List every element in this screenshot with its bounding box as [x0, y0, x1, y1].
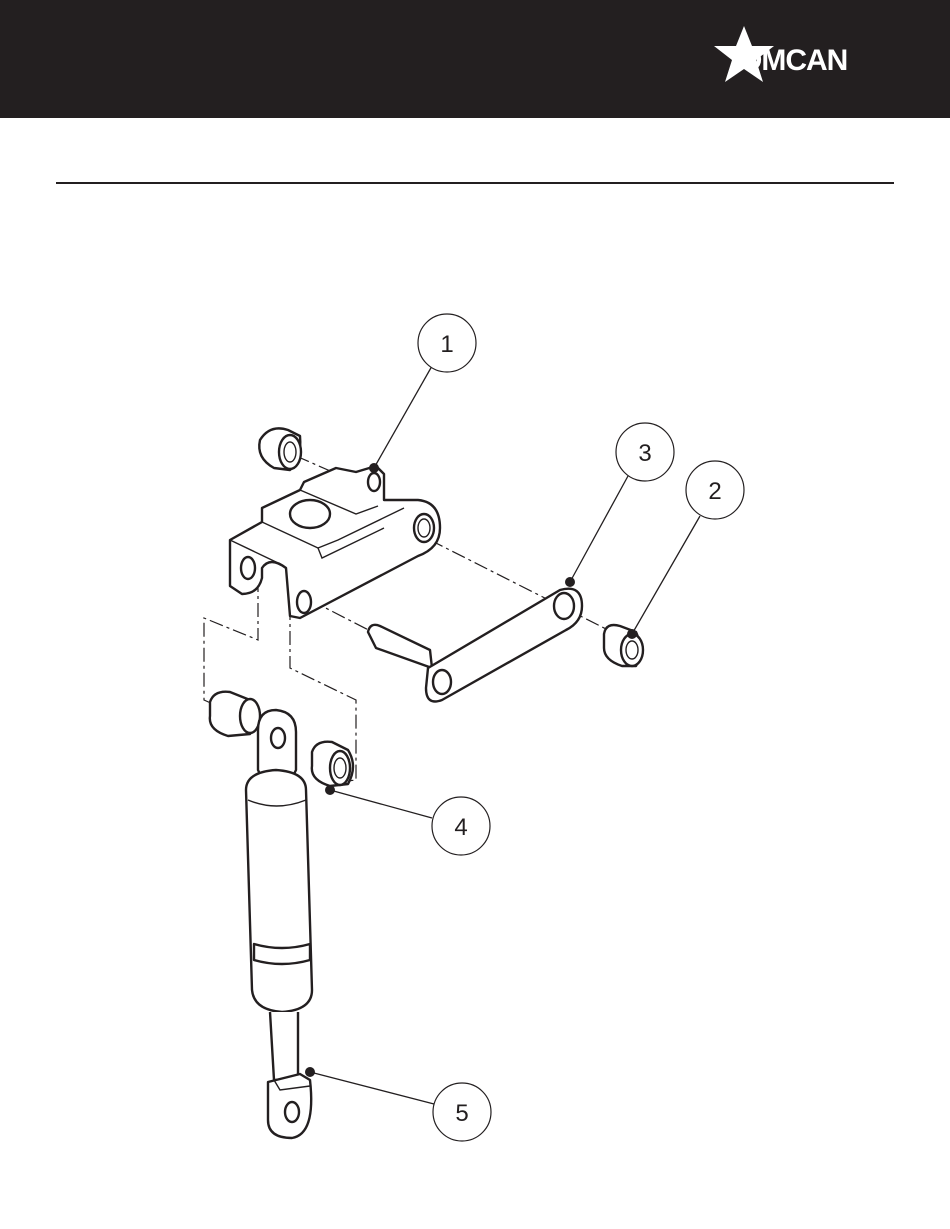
leader-dot-1 — [369, 463, 379, 473]
spacer-bushing-right — [312, 742, 353, 786]
callout-3: 3 — [616, 423, 674, 481]
callout-2: 2 — [686, 461, 744, 519]
callout-1: 1 — [418, 314, 476, 372]
callout-label-5: 5 — [455, 1100, 468, 1127]
bushing-upper — [259, 428, 301, 470]
leader-dot-5 — [305, 1067, 315, 1077]
callout-5: 5 — [433, 1083, 491, 1141]
callout-label-2: 2 — [708, 478, 721, 505]
leader-dot-4 — [325, 785, 335, 795]
leader-dot-2 — [627, 629, 637, 639]
callout-label-3: 3 — [638, 440, 651, 467]
bushing-small — [604, 625, 643, 666]
spacer-bushing-left — [210, 692, 260, 736]
callout-4: 4 — [432, 797, 490, 855]
leader-dot-3 — [565, 577, 575, 587]
gas-spring — [246, 710, 312, 1138]
link-arm — [368, 589, 582, 702]
callout-label-4: 4 — [454, 814, 467, 841]
callout-label-1: 1 — [440, 331, 453, 358]
hinge-bracket — [230, 466, 440, 618]
